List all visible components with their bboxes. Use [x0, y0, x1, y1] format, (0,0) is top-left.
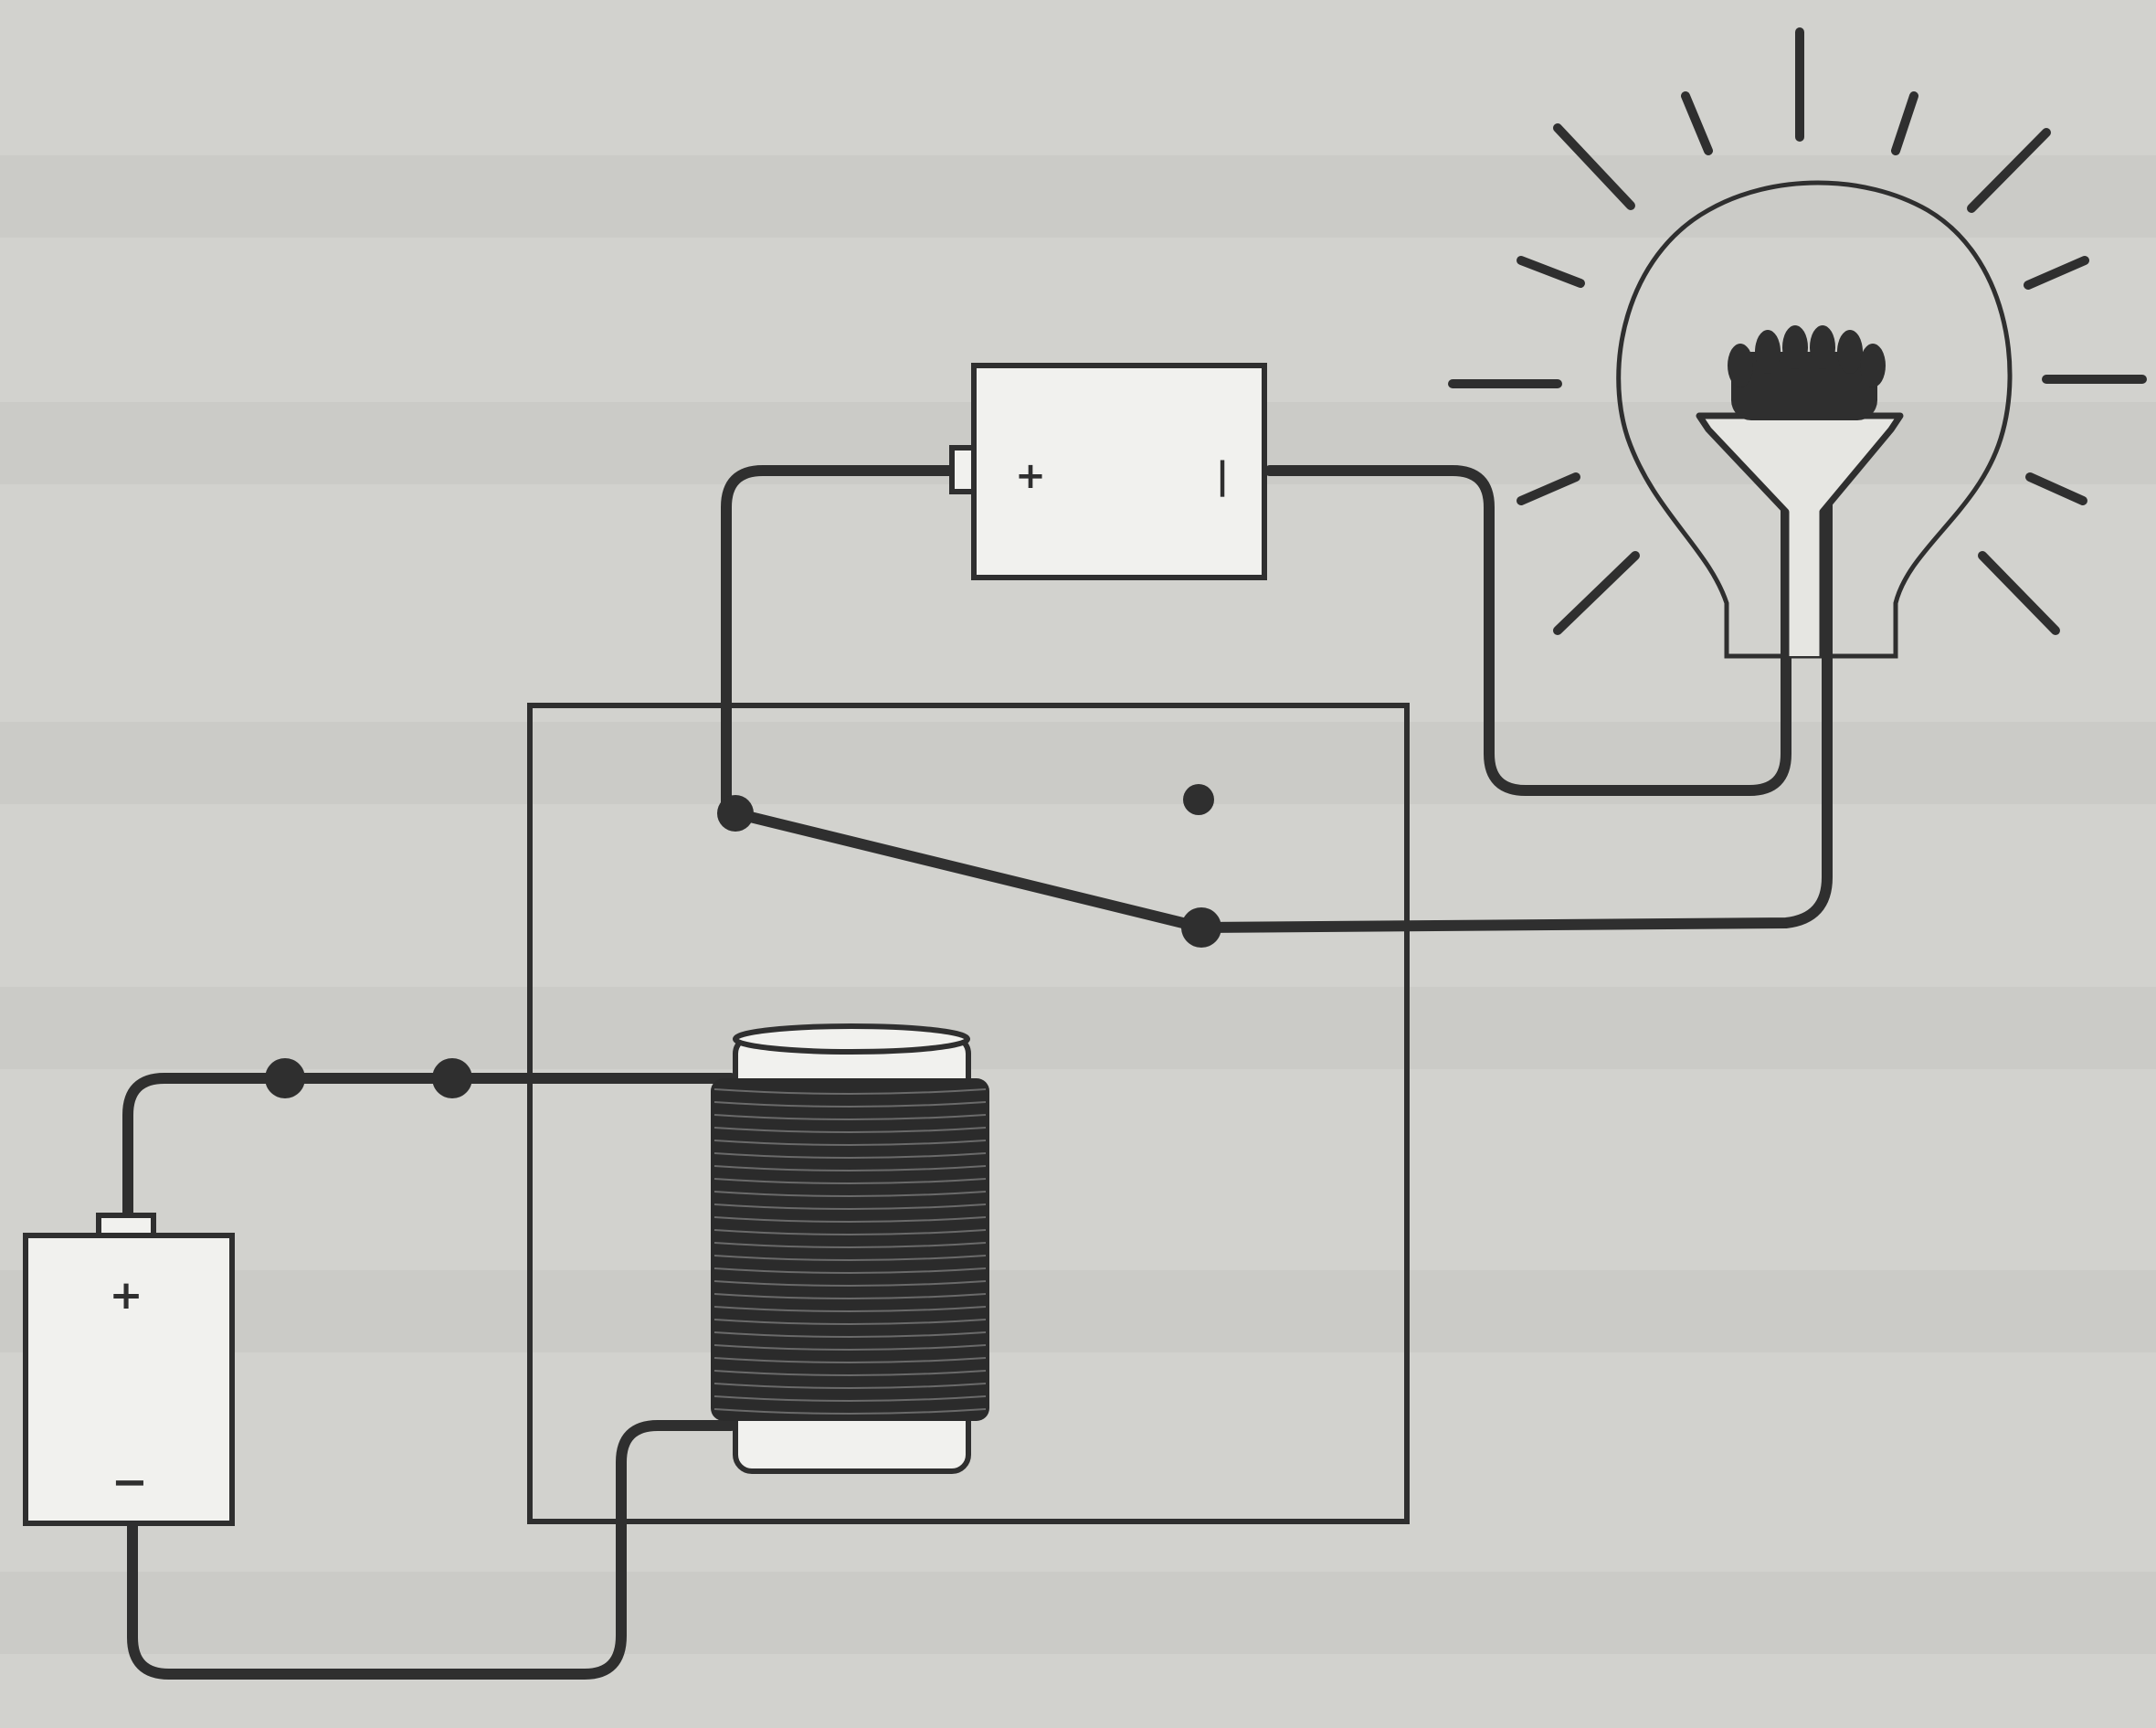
bulb-glass [1616, 180, 2013, 659]
coil-turns [713, 1088, 987, 1415]
coil-turn [713, 1191, 987, 1197]
coil-turn [713, 1293, 987, 1299]
light-bulb [1448, 27, 2147, 659]
coil-turn [713, 1152, 987, 1159]
coil-turn [713, 1101, 987, 1108]
coil-turn [713, 1229, 987, 1235]
filament-coil [1728, 325, 1886, 420]
coil-turn [713, 1383, 987, 1389]
input-switch-right-terminal [432, 1058, 472, 1098]
relay-armature [730, 808, 1207, 933]
coil-turn [713, 1088, 987, 1095]
relay-pivot-point [717, 795, 754, 832]
upper-battery-negative-label: | [1216, 455, 1230, 498]
wire-upper-battery-to-pivot [721, 465, 956, 819]
coil-turn [713, 1408, 987, 1415]
wire-upper-battery-to-bulb [1264, 465, 1791, 796]
coil-turn [713, 1178, 987, 1184]
coil-turn [713, 1127, 987, 1133]
coil-turn [713, 1165, 987, 1171]
upper-battery: + | [949, 363, 1267, 580]
lower-battery: + − [23, 1213, 235, 1526]
upper-battery-terminal-nub [949, 445, 977, 494]
relay-enclosure [527, 703, 1410, 1524]
upper-battery-positive-label: + [1015, 455, 1046, 497]
bulb-glow-rays [1448, 27, 2147, 635]
coil-turn [713, 1331, 987, 1338]
relay-upper-contact [1183, 784, 1214, 815]
coil-turn [713, 1114, 987, 1120]
coil-turn [713, 1203, 987, 1210]
coil-turn [713, 1267, 987, 1274]
lower-battery-positive-label: + [110, 1272, 143, 1319]
wire-lower-battery-to-switch [122, 1073, 289, 1225]
coil-turn [713, 1370, 987, 1376]
coil-turn [713, 1395, 987, 1402]
upper-battery-body [971, 363, 1267, 580]
coil-turn [713, 1140, 987, 1146]
coil-turn [713, 1319, 987, 1325]
coil-turn [713, 1306, 987, 1312]
coil-turn [713, 1255, 987, 1261]
electromagnet-coil [711, 1023, 989, 1474]
coil-turn [713, 1242, 987, 1248]
lower-battery-terminal-nub [96, 1213, 156, 1238]
lower-battery-negative-label: − [111, 1457, 148, 1508]
coil-turn [713, 1216, 987, 1223]
wire-bulb-to-relay-contact [1196, 497, 1833, 933]
relay-lower-contact [1181, 907, 1221, 948]
iron-core-top [733, 1023, 970, 1055]
coil-turn [713, 1357, 987, 1363]
lower-battery-body [23, 1233, 235, 1526]
coil-turn [713, 1280, 987, 1287]
input-switch-left-terminal [265, 1058, 305, 1098]
coil-turn [713, 1344, 987, 1351]
wire-coil-to-lower-battery [127, 1420, 736, 1680]
